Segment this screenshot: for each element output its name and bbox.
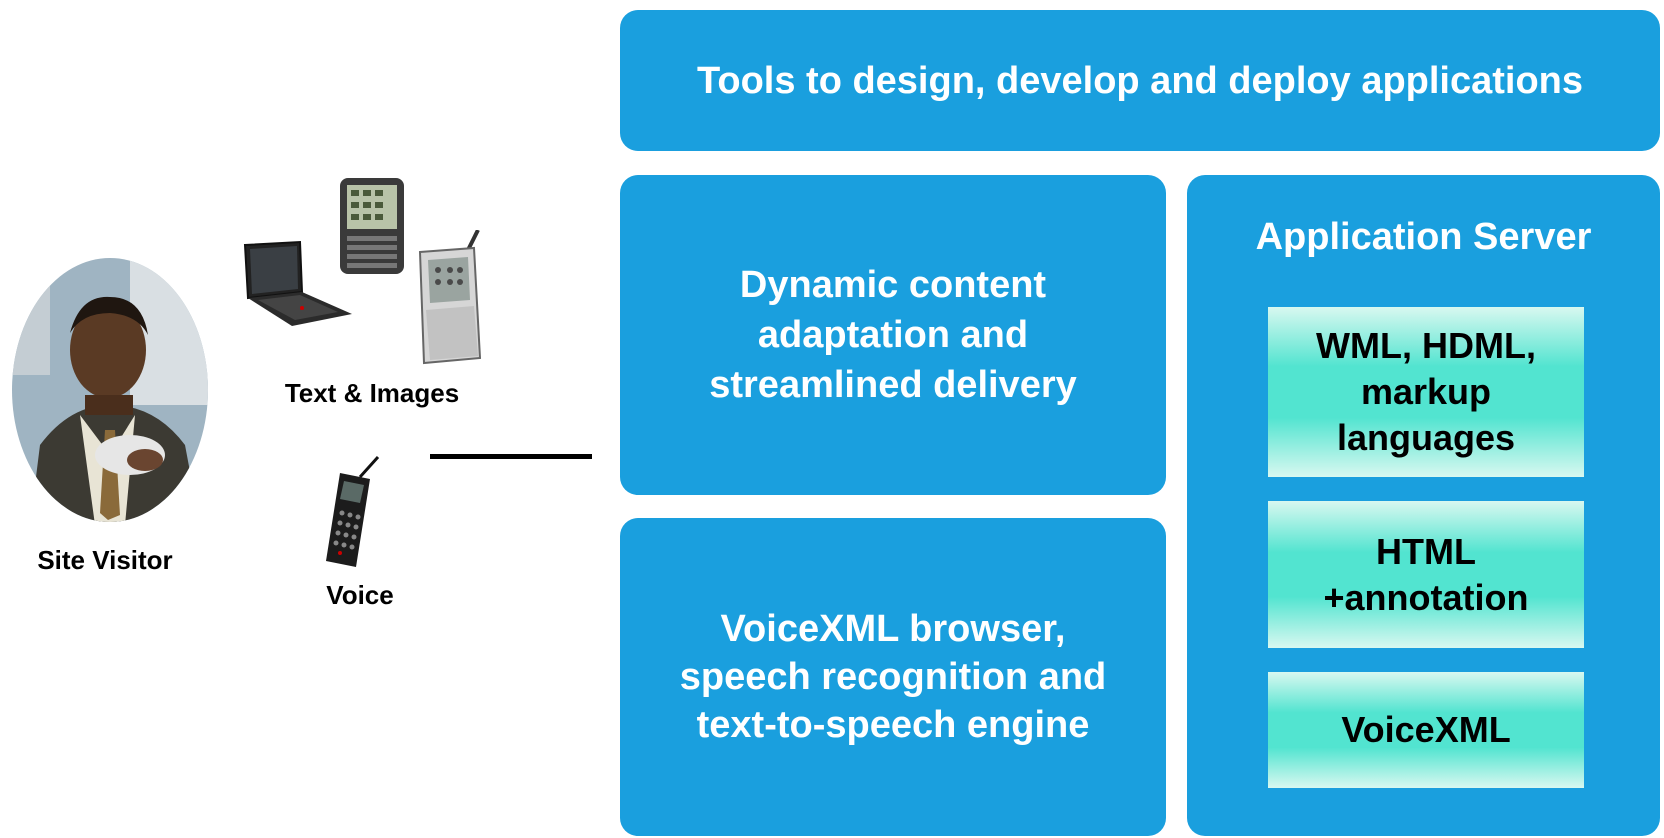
- voice-label: Voice: [326, 580, 394, 610]
- markup-languages-box: WML, HDML, markup languages: [1268, 307, 1584, 477]
- laptop-icon: [243, 240, 352, 326]
- voicexml-engine-box: VoiceXML browser, speech recognition and…: [620, 518, 1166, 836]
- application-server-box: Application Server WML, HDML, markup lan…: [1187, 175, 1660, 836]
- html-annotation-box: HTML +annotation: [1268, 501, 1584, 648]
- application-server-title: Application Server: [1255, 216, 1592, 258]
- voicexml-engine-text: VoiceXML browser, speech recognition and…: [679, 608, 1107, 746]
- cellphone-icon: [326, 455, 380, 567]
- smartphone-icon: [418, 230, 482, 365]
- connector-line: [430, 454, 592, 459]
- voicexml-box: VoiceXML: [1268, 672, 1584, 788]
- site-visitor-label: Site Visitor: [37, 545, 173, 575]
- tools-box-text: Tools to design, develop and deploy appl…: [696, 59, 1584, 102]
- site-visitor-photo: [12, 258, 208, 522]
- dynamic-content-text: Dynamic content adaptation and streamlin…: [709, 264, 1077, 406]
- pda-icon: [340, 178, 404, 274]
- text-images-label: Text & Images: [284, 378, 460, 408]
- dynamic-content-box: Dynamic content adaptation and streamlin…: [620, 175, 1166, 495]
- tools-box: Tools to design, develop and deploy appl…: [620, 10, 1660, 151]
